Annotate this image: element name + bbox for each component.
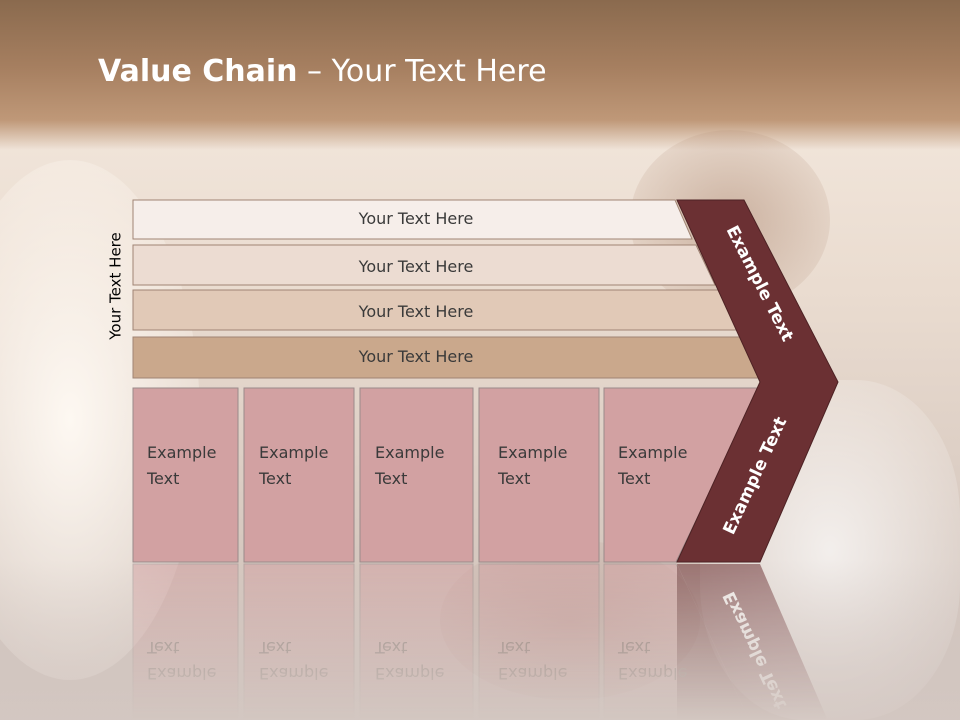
reflection-box — [132, 563, 239, 720]
box-2 — [243, 387, 355, 563]
box-4-line2: Text — [497, 469, 530, 488]
reflection-chevron — [677, 564, 828, 720]
box-5-line2: Text — [617, 469, 650, 488]
reflection-text: Text — [497, 638, 530, 657]
bar-1-label: Your Text Here — [358, 209, 474, 228]
box-4-line1: Example — [498, 443, 567, 462]
slide-title-bold: Value Chain — [98, 54, 298, 89]
bar-3-label: Your Text Here — [358, 302, 474, 321]
reflection-text: Text — [146, 638, 179, 657]
bar-2-label: Your Text Here — [358, 257, 474, 276]
box-3 — [359, 387, 474, 563]
slide-title-rest: – Your Text Here — [297, 54, 547, 89]
reflection-group: Example Text Example Text Example Text E… — [132, 563, 828, 720]
box-1-line2: Text — [146, 469, 179, 488]
reflection-text: Example — [259, 664, 328, 683]
reflection-text: Text — [258, 638, 291, 657]
box-1 — [132, 387, 239, 563]
reflection-text: Example — [147, 664, 216, 683]
bar-2 — [132, 244, 716, 286]
box-2-line1: Example — [259, 443, 328, 462]
box-2-line2: Text — [258, 469, 291, 488]
reflection-text: Example — [618, 664, 687, 683]
bar-1 — [132, 199, 693, 240]
slide-title: Value Chain – Your Text Here — [98, 54, 547, 94]
header-band — [0, 0, 960, 150]
box-4 — [478, 387, 600, 563]
bar-4-label: Your Text Here — [358, 347, 474, 366]
reflection-chevron — [677, 564, 749, 720]
box-1-line1: Example — [147, 443, 216, 462]
box-3-line1: Example — [375, 443, 444, 462]
reflection-box — [243, 563, 355, 720]
reflection-text: Example — [498, 664, 567, 683]
chevron-arrow — [676, 199, 839, 563]
reflection-box — [359, 563, 474, 720]
boxes-group: Example Text Example Text Example Text E… — [132, 387, 761, 563]
box-5-line1: Example — [618, 443, 687, 462]
box-5 — [603, 387, 761, 563]
reflection-text: Text — [374, 638, 407, 657]
bars-group: Your Text Here Your Text Here Your Text … — [132, 199, 763, 379]
reflection-text: Example — [375, 664, 444, 683]
reflection-text: Text — [617, 638, 650, 657]
box-3-line2: Text — [374, 469, 407, 488]
reflection-box — [478, 563, 600, 720]
